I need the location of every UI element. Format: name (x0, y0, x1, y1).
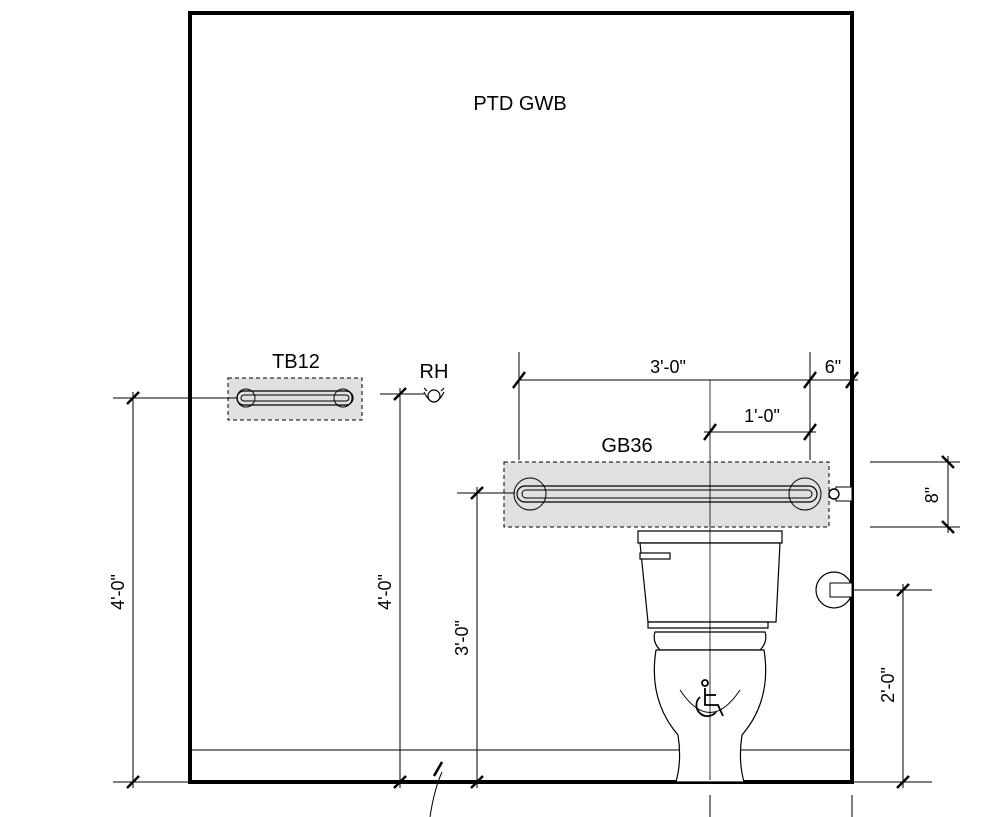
towel-bar-rail-inner (240, 394, 350, 402)
dimension-lines (113, 352, 960, 817)
icon-wheel (695, 696, 717, 718)
tick (803, 371, 817, 389)
tick (470, 486, 484, 500)
towel-bar-label: TB12 (272, 351, 320, 373)
toilet-paper-height-label: 2'-0" (878, 667, 898, 703)
robe-hook-tips (423, 387, 445, 392)
grab-bar-label: GB36 (601, 435, 652, 457)
wall-finish-label: PTD GWB (473, 93, 566, 115)
grab-bar-right-flange (788, 477, 822, 511)
toilet-hinge (647, 621, 769, 629)
tick (845, 371, 859, 389)
towel-bar (227, 377, 363, 421)
robe-hook-label: RH (420, 361, 449, 383)
grab-bar-to-wall-label: 6" (825, 357, 841, 377)
leader-line (429, 771, 443, 817)
grab-bar-height-label: 3'-0" (452, 620, 472, 656)
icon-body (704, 688, 724, 717)
tick (703, 423, 717, 441)
break-tick (432, 761, 444, 777)
toilet-paper-holder (815, 571, 853, 609)
side-bar-end (828, 488, 840, 500)
rear-bar-height-label: 8" (922, 487, 942, 503)
robe-hook-arm (423, 391, 445, 403)
tick (470, 775, 484, 789)
tick (941, 520, 955, 534)
tick (941, 455, 955, 469)
towel-bar-height-label: 4'-0" (108, 574, 128, 610)
tick (393, 775, 407, 789)
grab-bar (503, 461, 830, 528)
toilet-flush-handle (639, 552, 671, 560)
center-offset-label: 1'-0" (744, 406, 780, 426)
tick (126, 391, 140, 405)
tick (896, 583, 910, 597)
tick (126, 775, 140, 789)
grab-bar-rail-inner (521, 489, 813, 499)
tick (803, 423, 817, 441)
icon-head (701, 679, 709, 687)
grab-bar-rail-outer (516, 485, 818, 503)
tick (512, 371, 526, 389)
toilet-paper-bracket (829, 582, 853, 598)
tick (393, 387, 407, 401)
grab-bar-left-flange (513, 477, 547, 511)
grab-bar-length-label: 3'-0" (650, 357, 686, 377)
wheelchair-accessibility-icon (695, 679, 724, 718)
towel-bar-zone (227, 377, 363, 421)
tick (896, 775, 910, 789)
side-grab-bar-section (828, 486, 853, 502)
grab-bar-zone (503, 461, 830, 528)
towel-bar-right-mount (333, 388, 353, 408)
robe-hook-height-label: 4'-0" (375, 574, 395, 610)
robe-hook (423, 387, 445, 403)
